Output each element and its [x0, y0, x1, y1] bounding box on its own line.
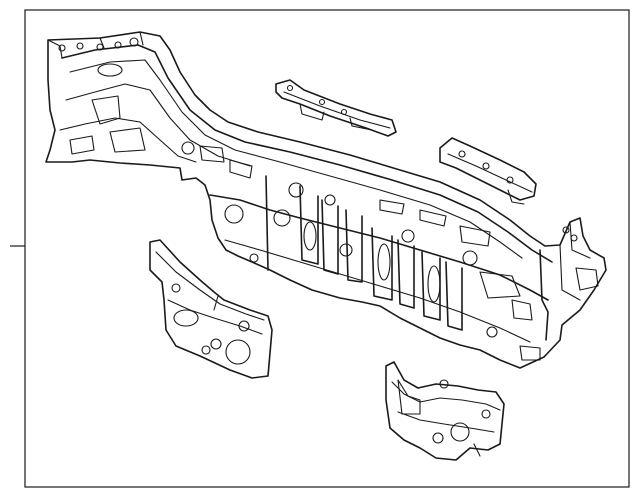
upper-reinforcement-bracket-left	[275, 79, 397, 137]
rear-panel-assembly	[45, 31, 607, 369]
lower-extension-right	[385, 361, 505, 461]
upper-reinforcement-bracket-right	[439, 137, 537, 205]
diagram-frame	[24, 9, 630, 488]
side-extension-left	[149, 239, 273, 379]
